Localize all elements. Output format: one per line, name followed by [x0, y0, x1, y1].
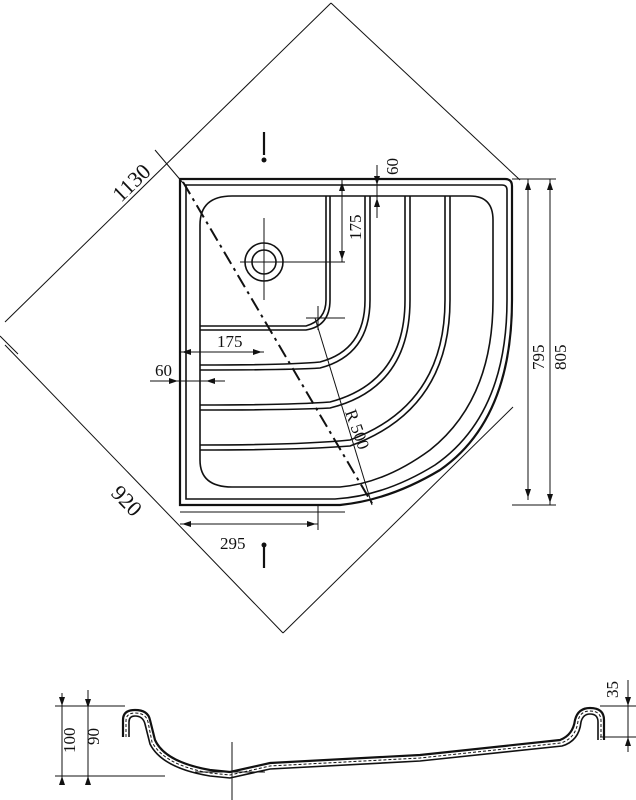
- dim-90-visible: 90: [84, 728, 103, 745]
- section-dimension-helpers: [55, 680, 636, 785]
- dim-35: 35: [603, 681, 622, 698]
- tray-outline: [178, 177, 514, 513]
- dim-175-left: 175: [217, 332, 243, 351]
- dim-1130: 1130: [107, 159, 155, 207]
- dim-175-top: 175: [346, 215, 365, 241]
- dimension-helpers: [150, 165, 556, 530]
- cross-section: [121, 706, 606, 800]
- dim-795: 795: [529, 345, 548, 371]
- dim-60-left: 60: [155, 361, 172, 380]
- section-cut-line: [182, 132, 374, 568]
- radius-leader: [306, 306, 373, 506]
- radius-label: R 500: [341, 407, 373, 452]
- dim-295: 295: [220, 534, 246, 553]
- dim-805: 805: [551, 345, 570, 371]
- step-curves: [199, 196, 451, 451]
- dim-60-top: 60: [383, 158, 402, 175]
- diagonal-dimension-lines: [0, 2, 521, 634]
- dim-100: 100: [60, 728, 79, 754]
- drain: [240, 218, 345, 300]
